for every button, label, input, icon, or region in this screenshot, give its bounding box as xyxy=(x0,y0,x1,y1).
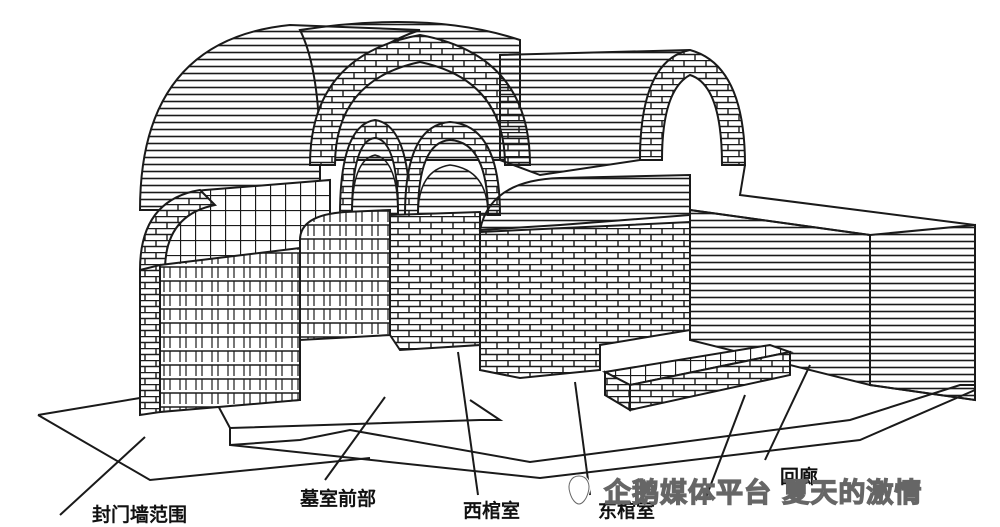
watermark-text: 企鹅媒体平台 夏天的激情 xyxy=(603,477,923,509)
twin-arches xyxy=(338,118,502,216)
middle-wall xyxy=(299,208,481,352)
front-left-vault xyxy=(138,178,331,417)
label-corridor: 回廊 xyxy=(780,466,819,488)
label-front-chamber: 墓室前部 xyxy=(300,488,377,510)
coffin-bed xyxy=(601,343,794,412)
label-east-coffin-room: 东棺室 xyxy=(598,500,656,522)
penguin-logo-icon xyxy=(567,474,591,506)
leader-lines xyxy=(59,351,811,516)
watermark: 企鹅媒体平台 夏天的激情 xyxy=(562,470,982,510)
right-rear-vault xyxy=(499,48,976,402)
corridor-wall xyxy=(689,208,976,402)
label-west-coffin-room: 西棺室 xyxy=(463,500,521,522)
label-sealing-wall: 封门墙范围 xyxy=(92,504,188,526)
east-vault xyxy=(478,173,691,380)
